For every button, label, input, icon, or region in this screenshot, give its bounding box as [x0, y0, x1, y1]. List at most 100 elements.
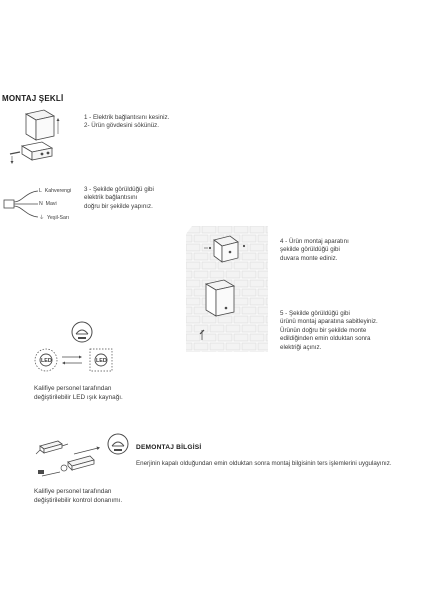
brick [274, 271, 288, 278]
step-line: elektrik bağlantısını [84, 194, 138, 202]
brick [241, 324, 257, 333]
brick [186, 243, 201, 252]
brick [201, 226, 217, 234]
brick [257, 234, 268, 243]
brick [265, 226, 268, 234]
brick [193, 324, 209, 333]
montaj-heading: MONTAJ ŞEKLİ [2, 94, 64, 103]
brick [217, 333, 233, 342]
brick [193, 342, 209, 351]
brick [274, 289, 288, 296]
brick [233, 315, 249, 324]
brick [186, 351, 201, 352]
brick [249, 315, 265, 324]
brick [209, 342, 225, 351]
brick [186, 279, 201, 288]
step-4: 4 - Ürün montaj aparatını şekilde görüld… [280, 238, 349, 263]
brick [186, 270, 193, 279]
wire-l: L Kahverengi [39, 188, 71, 194]
wire-letter: N [39, 201, 43, 207]
brick [170, 316, 184, 323]
brick [249, 351, 265, 352]
brick [265, 315, 268, 324]
brick [282, 280, 296, 287]
led-badge-right: LED [96, 358, 107, 364]
step-line: edildiğinden emin olduktan sonra [280, 335, 371, 343]
brick [201, 333, 217, 342]
brick [241, 234, 257, 243]
caption-line: Kalifiye personel tarafından [34, 488, 112, 495]
brick [241, 342, 257, 351]
brick [186, 234, 193, 243]
brick [249, 243, 265, 252]
caption-line: değiştirilebilir kontrol donanımı. [34, 496, 123, 504]
brick [186, 297, 201, 306]
driver-replace-caption: Kalifiye personel tarafından değiştirile… [34, 488, 122, 505]
brick [257, 270, 268, 279]
step-line: 2- Ürün gövdesini sökünüz. [84, 122, 159, 130]
brick [282, 352, 296, 359]
brick [257, 252, 268, 261]
wire-name: Mavi [45, 201, 57, 207]
brick [233, 279, 249, 288]
step-1-2: 1 - Elektrik bağlantısını kesiniz. 2- Ür… [84, 114, 169, 131]
step-line: 1 - Elektrik bağlantısını kesiniz. [84, 114, 170, 121]
brick [241, 270, 257, 279]
step-line: elektriği açınız. [280, 343, 322, 351]
brick [170, 244, 184, 251]
brick [282, 226, 296, 233]
brick [241, 252, 257, 261]
wire-name: Yeşil-Sarı [47, 215, 70, 221]
wire-letter: L [39, 188, 42, 194]
brick [257, 342, 268, 351]
brick [193, 234, 209, 243]
caption-line: Kalifiye personel tarafından [34, 385, 112, 392]
brick [186, 342, 193, 351]
brick [265, 261, 268, 270]
step-line: 5 - Şekilde görüldüğü gibi [280, 310, 350, 317]
brick [225, 270, 241, 279]
step-line: duvara monte ediniz. [280, 254, 338, 262]
brick [201, 315, 217, 324]
brick [233, 333, 249, 342]
step-line: şekilde görüldüğü gibi [280, 246, 340, 254]
brick [186, 324, 193, 333]
brick [201, 351, 217, 352]
brick [225, 342, 241, 351]
wire-name: Kahverengi [44, 188, 72, 194]
brick [265, 297, 268, 306]
brick [257, 306, 268, 315]
step-5: 5 - Şekilde görüldüğü gibi ürünü montaj … [280, 310, 378, 352]
brick [170, 334, 184, 341]
wiring-illustration [3, 190, 39, 218]
step-line: doğru bir şekilde yapınız. [84, 202, 153, 210]
brick [257, 288, 268, 297]
brick [201, 261, 217, 270]
brick [217, 351, 233, 352]
brick [193, 270, 209, 279]
brick [233, 351, 249, 352]
demontaj-text: Enerjinin kapalı olduğundan emin oldukta… [136, 460, 392, 467]
brick [186, 288, 193, 297]
step-line: 3 - Şekilde görüldüğü gibi [84, 186, 154, 193]
brick [249, 226, 265, 234]
brick [186, 226, 201, 234]
wire-ground: ⏚ Yeşil-Sarı [39, 214, 69, 221]
brick [170, 262, 184, 269]
brick [186, 315, 201, 324]
step-line: ürünü montaj aparatına sabitleyiniz. [280, 318, 378, 326]
brick [282, 298, 296, 305]
brick [265, 243, 268, 252]
brick [249, 333, 265, 342]
brick [257, 324, 268, 333]
step-3: 3 - Şekilde görüldüğü gibi elektrik bağl… [84, 186, 154, 211]
brick [170, 280, 184, 287]
led-badge-left: LED [41, 358, 52, 364]
caption-line: değiştirilebilir LED ışık kaynağı. [34, 393, 123, 401]
brick [290, 289, 304, 296]
brick [209, 324, 225, 333]
brick [217, 315, 233, 324]
brick [233, 226, 249, 234]
brick [217, 226, 233, 234]
demontaj-heading: DEMONTAJ BİLGİSİ [136, 444, 202, 451]
